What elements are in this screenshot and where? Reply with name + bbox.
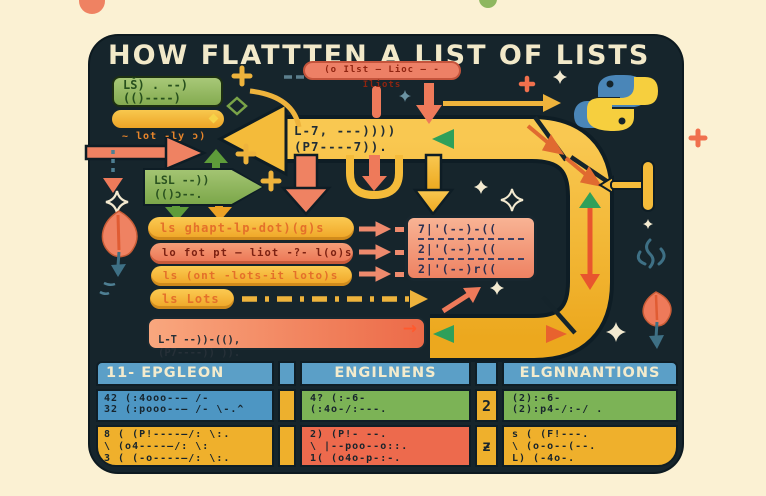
table-row1-col2: 4? (:-6- (:4o-/:---. (300, 389, 471, 422)
table-header-col2: ENGILNENS (300, 361, 471, 386)
diamond-icon (208, 113, 219, 124)
table-header-sep2 (475, 361, 498, 386)
result-line: 2|'(--)r(( (418, 262, 498, 276)
result-box: 7|'(--)-(( 2|'(--)-(( 2|'(--)r(( (405, 215, 537, 281)
step-pill-3: ls (ont -lots-it loto)s (151, 266, 352, 286)
bottom-code-text: L-T --))-((), (P7----)) )). (158, 334, 241, 359)
top-edge-salmon-blob-icon (79, 0, 105, 14)
table-row1-sep1 (278, 389, 296, 422)
table-row2-col2: 2) (P!- --. \ |--poo--o::. 1( (o4o-p-:-. (300, 425, 471, 467)
table-row2-sep2: ƶ (475, 425, 498, 467)
code-box-green-top: LŠ) . --) (()----) (112, 76, 223, 107)
top-edge-green-blob-icon (479, 0, 497, 8)
flow-arrow-right-icon: → (402, 319, 417, 339)
subtitle-pill: (o Ilst – Lioc – -Iliots (303, 61, 461, 90)
pipe-band-code: L-7, ---)))) (P7----7)). (294, 123, 397, 154)
table-header-col1: 11- EPGLEON (96, 361, 274, 386)
step-pill-1: ls ghapt-lp-dot)(g)s (148, 217, 354, 240)
tag-text: ~ lot -ly ɔ) (122, 131, 207, 142)
table-header-sep1 (278, 361, 296, 386)
table-header-col3: ELGNNANTIONS (502, 361, 678, 386)
table-row2-col1: 8 ( (P!----—/: \:. \ (o4----—/: \: 3 ( (… (96, 425, 274, 467)
result-line: 7|'(--)-(( (418, 220, 524, 240)
bottom-code-bar: L-T --))-((), (P7----)) )). → (147, 317, 426, 359)
table-row1-sep2: 2 (475, 389, 498, 422)
table-row1-col3: (2):-6- (2):p4-/:-/ . (502, 389, 678, 422)
result-line: 2|'(--)-(( (418, 240, 524, 260)
step-pill-2: lo fot pt – liot -?- l(o)s (150, 243, 353, 264)
table-row2-col3: s ( (F!---. \ (o-o--(--. L) (-4o-. (502, 425, 678, 467)
table-row2-sep1 (278, 425, 296, 467)
code-tag-yellow: ~ lot -ly ɔ) (112, 110, 224, 142)
plus-orange-icon (688, 128, 708, 148)
step-pill-4: ls Lots (150, 289, 234, 309)
table-row1-col1: 42 (:4ooo--— /- 32 (:pooo--— /- \-.^ (96, 389, 274, 422)
